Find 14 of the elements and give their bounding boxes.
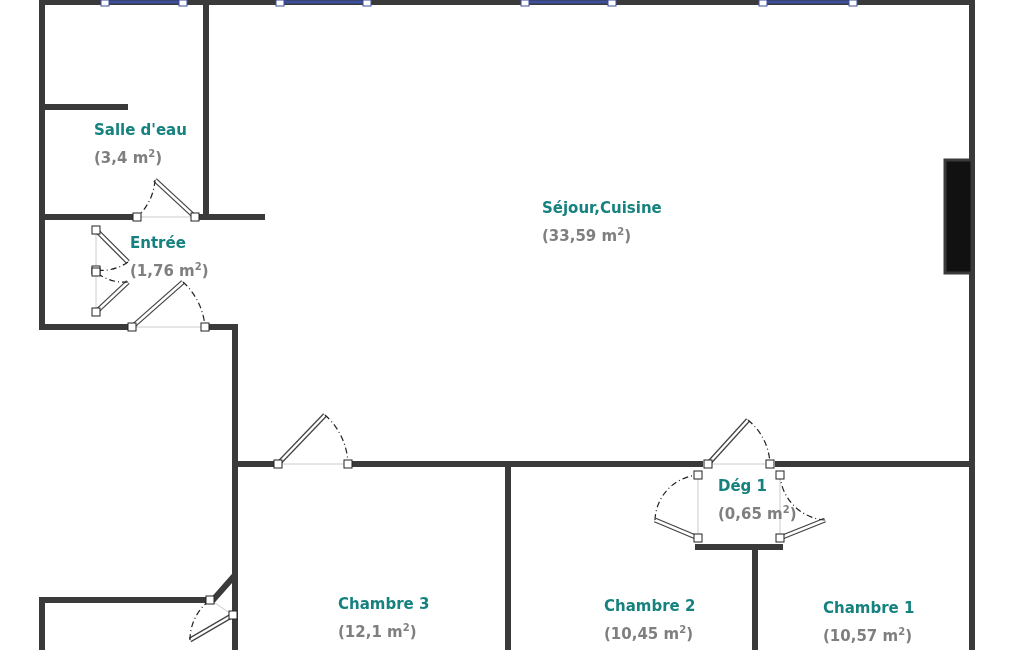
room-area: (3,4 m$^{2}$) [94, 142, 163, 170]
room-name: Entrée [130, 233, 186, 254]
room-area: (10,45 m$^{2}$) [604, 618, 693, 646]
room-area: (33,59 m$^{2}$) [542, 220, 631, 248]
room-area: (1,76 m$^{2}$) [130, 255, 209, 283]
room-area: (10,57 m$^{2}$) [823, 620, 912, 648]
room-name: Chambre 3 [338, 594, 430, 615]
room-name: Salle d'eau [94, 120, 187, 141]
room-name: Séjour,Cuisine [542, 198, 662, 219]
room-name: Chambre 1 [823, 598, 915, 619]
room-name: Chambre 2 [604, 596, 696, 617]
room-name: Dég 1 [718, 476, 768, 497]
room-area: (0,65 m$^{2}$) [718, 498, 797, 526]
room-area: (12,1 m$^{2}$) [338, 616, 417, 644]
